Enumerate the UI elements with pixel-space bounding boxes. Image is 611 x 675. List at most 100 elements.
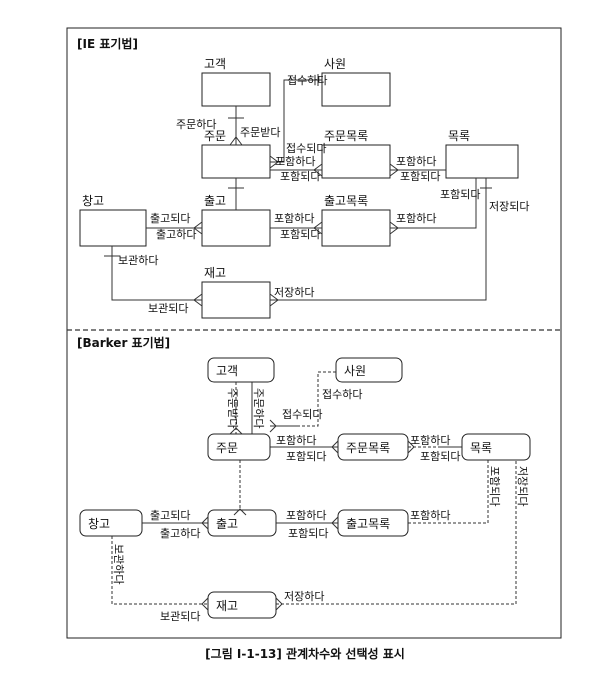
ie-crowfoot-shipmentlist-right [389,221,399,235]
barker-entity-catalog-box [461,433,531,461]
ie-header: [IE 표기법] [77,36,138,51]
ie-crowfoot-order-right [269,155,279,169]
barker-entity-customer-name: 고객 [216,364,238,378]
ie-crowfoot-shipmentlist-left [313,221,323,235]
figure-frame [66,27,562,639]
barker-label-include-2: 포함하다 [410,433,450,447]
barker-crowfoot-order-right [269,419,277,433]
ie-crowfoot-shipment-left [193,221,203,235]
barker-label-included-2: 포함되다 [420,450,460,463]
barker-entity-employee-name: 사원 [344,364,366,378]
ie-entity-order-name: 주문 [204,129,226,143]
ie-label-include-4: 포함하다 [396,211,436,225]
ie-label-accept: 접수하다 [287,73,327,87]
ie-entity-shipment-box [201,209,271,247]
ie-rel-shipmentlist-catalog [390,178,477,229]
barker-entity-shipment-list-box [337,509,409,537]
barker-entity-catalog-name: 목록 [470,441,492,455]
barker-entity-order-list-name: 주문목록 [346,441,390,455]
barker-entity-order-box [207,433,271,461]
barker-entity-order-list-box [337,433,409,461]
ie-section: [IE 표기법] 고객 사원 주문 주문목록 목록 창고 출고 출고목록 재고 [77,36,529,319]
ie-label-saved: 저장되다 [489,200,529,213]
ie-label-include-1: 포함하다 [275,154,315,168]
barker-label-include-3: 포함하다 [286,508,326,522]
barker-entity-inventory-name: 재고 [216,599,238,613]
barker-label-accept: 접수하다 [322,387,362,401]
barker-label-ship-1: 출고되다 [150,509,190,522]
barker-crowfoot-inventory-left [201,597,209,611]
barker-crowfoot-order-top [229,427,243,435]
barker-entity-shipment-name: 출고 [216,517,238,531]
barker-rel-warehouse-inventory [111,536,208,605]
ie-entity-customer-name: 고객 [204,57,226,71]
barker-label-included-1: 포함되다 [286,450,326,463]
barker-rel-catalog-inventory [276,460,517,605]
ie-entity-order-list-name: 주문목록 [324,129,368,143]
ie-crowfoot-inventory-right [269,293,279,307]
ie-label-place-order: 주문하다 [176,117,216,131]
barker-label-ship-2: 출고하다 [160,526,200,540]
barker-label-stored: 보관되다 [160,610,200,623]
ie-entity-catalog-box [445,144,519,179]
ie-entity-shipment-list-name: 출고목록 [324,194,368,208]
barker-crowfoot-shipmentlist-left [331,516,339,530]
ie-label-accepted: 접수되다 [286,142,326,155]
ie-label-included-2: 포함되다 [400,170,440,183]
ie-entity-customer-box [201,72,271,107]
ie-entity-order-box [201,144,271,179]
ie-rel-catalog-inventory [270,178,487,301]
ie-rel-warehouse-inventory [111,246,202,301]
ie-label-include-3: 포함하다 [274,211,314,225]
barker-crowfoot-shipment-top [233,508,247,516]
ie-relationship-lines [104,74,492,307]
ie-label-ship-2: 출고하다 [156,227,196,241]
ie-crowfoot-orderlist-left [313,163,323,177]
ie-label-stored: 보관되다 [148,302,188,315]
ie-entity-employee-name: 사원 [324,57,346,71]
ie-entity-employee-box [321,72,391,107]
barker-label-included-4-vertical: 포함되다 [488,466,501,506]
ie-label-included-4: 포함되다 [440,188,480,201]
barker-entity-warehouse-name: 창고 [88,517,110,531]
ie-label-save: 저장하다 [274,285,314,299]
barker-crowfoot-inventory-right [275,597,283,611]
barker-label-accepted: 접수되다 [282,408,322,421]
ie-entity-inventory-box [201,281,271,319]
ie-label-included-3: 포함되다 [280,228,320,241]
ie-entity-warehouse-box [79,209,147,247]
ie-label-receive-order: 주문받다 [240,126,280,139]
barker-entity-customer-box [207,357,275,383]
ie-rel-employee-order [270,79,322,163]
ie-entity-warehouse-name: 창고 [82,194,104,208]
barker-relationship-lines [111,371,517,605]
barker-entity-shipment-box [207,509,277,537]
ie-label-ship-1: 출고되다 [150,212,190,225]
barker-section: [Barker 표기법] [77,335,531,623]
ie-entity-order-list-box [321,144,391,179]
barker-entity-inventory-box [207,591,277,619]
barker-entity-shipment-list-name: 출고목록 [346,517,390,531]
ie-crowfoot-inventory-left [193,293,203,307]
barker-label-store-vertical: 보관하다 [112,544,126,584]
barker-entity-order-name: 주문 [216,441,238,455]
barker-label-include-1: 포함하다 [276,433,316,447]
barker-label-receive-order-vertical: 주문받다 [226,388,239,428]
barker-crowfoot-orderlist-left [331,440,339,454]
barker-rel-shipmentlist-catalog [408,460,489,524]
ie-entity-catalog-name: 목록 [448,129,470,143]
barker-label-include-4: 포함하다 [410,508,450,522]
ie-label-include-2: 포함하다 [396,154,436,168]
barker-label-save: 저장하다 [284,589,324,603]
ie-label-store: 보관하다 [118,253,158,267]
ie-label-included-1: 포함되다 [280,170,320,183]
ie-crowfoot-orderlist-right [389,163,399,177]
barker-entity-employee-box [335,357,403,383]
barker-label-place-order-vertical: 주문하다 [252,388,266,428]
ie-entity-inventory-name: 재고 [204,266,226,280]
ie-entity-shipment-name: 출고 [204,194,226,208]
ie-entity-shipment-list-box [321,209,391,247]
barker-header: [Barker 표기법] [77,335,170,350]
ie-crowfoot-order-top [229,136,243,146]
